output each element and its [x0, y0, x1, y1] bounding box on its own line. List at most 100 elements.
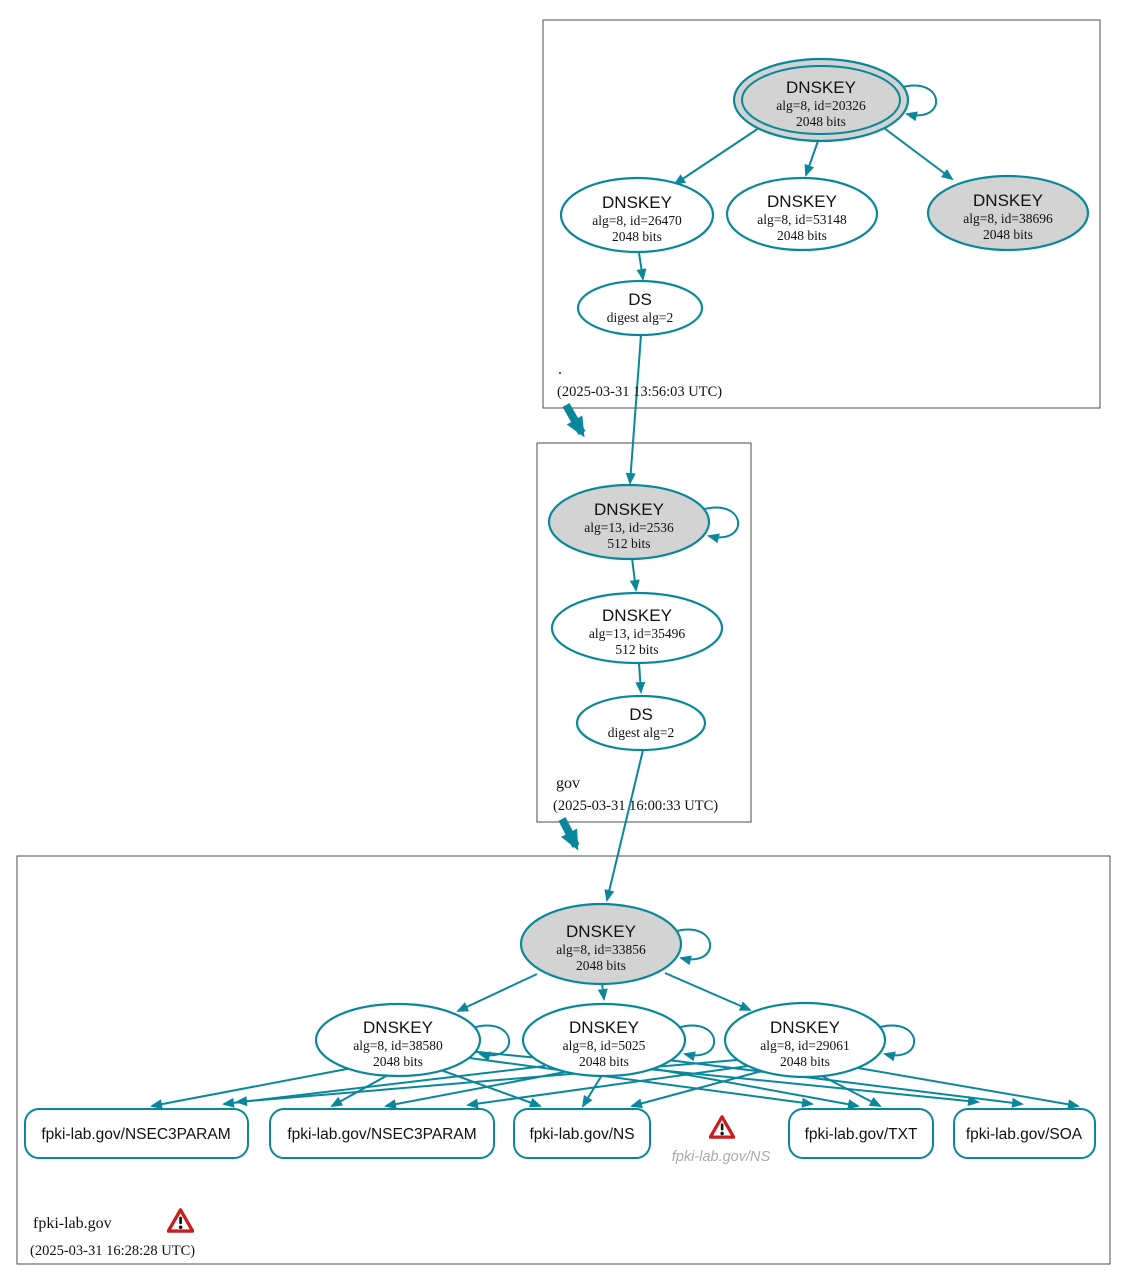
- node-detail: alg=8, id=29061: [760, 1038, 849, 1053]
- node-detail: alg=8, id=26470: [592, 213, 682, 228]
- node-ellipse: [547, 483, 711, 561]
- node-detail: alg=8, id=38580: [353, 1038, 443, 1053]
- rrset-ns-ghost[interactable]: fpki-lab.gov/NS: [672, 1115, 771, 1165]
- node-bits: 2048 bits: [780, 1054, 830, 1069]
- fpki-zsk5025-dnskey-node[interactable]: DNSKEY alg=8, id=5025 2048 bits: [521, 1002, 687, 1078]
- node-title: DNSKEY: [594, 500, 664, 519]
- edge-zone-gov-to-fpki: [558, 817, 580, 851]
- root-zsk38696-dnskey-node[interactable]: DNSKEY alg=8, id=38696 2048 bits: [926, 174, 1090, 252]
- rrset-ns[interactable]: fpki-lab.gov/NS: [513, 1108, 651, 1159]
- zone-box-fpki-lab-gov: [16, 855, 1111, 1265]
- node-ellipse: [576, 279, 704, 337]
- node-bits: 512 bits: [615, 642, 658, 657]
- node-ellipse: [575, 694, 707, 752]
- node-title: DS: [629, 705, 653, 724]
- edge-zsk5025-to-ns: [581, 1074, 603, 1108]
- node-ellipse: [926, 174, 1090, 252]
- node-ellipse: [550, 591, 724, 665]
- gov-ksk-dnskey-node[interactable]: DNSKEY alg=13, id=2536 512 bits: [547, 483, 711, 561]
- node-detail: alg=8, id=5025: [563, 1038, 646, 1053]
- edge-gov-ksk-selfsign: [700, 506, 739, 544]
- edge-root-zsk26470-to-ds: [636, 252, 647, 281]
- node-ellipse: [559, 176, 715, 254]
- root-zsk26470-dnskey-node[interactable]: DNSKEY alg=8, id=26470 2048 bits: [559, 176, 715, 254]
- rrset-rect: [513, 1108, 651, 1159]
- gov-zsk-dnskey-node[interactable]: DNSKEY alg=13, id=35496 512 bits: [550, 591, 724, 665]
- zone-timestamp-root: (2025-03-31 13:56:03 UTC): [557, 384, 722, 400]
- fpki-zsk29061-dnskey-node[interactable]: DNSKEY alg=8, id=29061 2048 bits: [723, 1001, 887, 1079]
- edge-fpki-ksk-to-zsk29061: [664, 972, 752, 1011]
- edge-root-ksk-to-zsk26470: [673, 127, 760, 186]
- rrset-rect: [953, 1108, 1096, 1159]
- node-bits: 2048 bits: [579, 1054, 629, 1069]
- node-detail: alg=13, id=35496: [589, 626, 685, 641]
- node-title: DNSKEY: [770, 1018, 840, 1037]
- zone-box-gov: [536, 442, 752, 823]
- edge-root-ksk-selfsign: [898, 84, 937, 122]
- node-ellipse: [521, 1002, 687, 1078]
- fpki-ksk-dnskey-node[interactable]: DNSKEY alg=8, id=33856 2048 bits: [519, 902, 683, 986]
- rrset-rect: [269, 1108, 495, 1159]
- rrset-label: fpki-lab.gov/SOA: [966, 1126, 1083, 1143]
- node-title: DNSKEY: [602, 193, 672, 212]
- node-bits: 2048 bits: [796, 114, 846, 129]
- rrset-nsec3param-1[interactable]: fpki-lab.gov/NSEC3PARAM: [24, 1108, 249, 1159]
- rrset-soa[interactable]: fpki-lab.gov/SOA: [953, 1108, 1096, 1159]
- edge-fpki-ksk-to-zsk38580: [456, 973, 538, 1012]
- rrset-rect: [788, 1108, 934, 1159]
- rrset-label: fpki-lab.gov/NS: [529, 1126, 634, 1143]
- ksk-ellipse-inner: [741, 65, 901, 135]
- rrset-txt[interactable]: fpki-lab.gov/TXT: [788, 1108, 934, 1159]
- rrset-label: fpki-lab.gov/NSEC3PARAM: [41, 1126, 230, 1143]
- node-title: DNSKEY: [363, 1018, 433, 1037]
- zone-timestamp-gov: (2025-03-31 16:00:33 UTC): [553, 798, 718, 814]
- node-title: DS: [628, 290, 652, 309]
- zone-box-root: [542, 19, 1101, 409]
- node-ellipse: [519, 902, 683, 986]
- edge-zsk29061-to-ns: [630, 1070, 763, 1109]
- rrset-label: fpki-lab.gov/NSEC3PARAM: [287, 1126, 476, 1143]
- gov-ds-node[interactable]: DS digest alg=2: [575, 694, 707, 752]
- node-detail: alg=8, id=33856: [556, 942, 646, 957]
- root-zsk53148-dnskey-node[interactable]: DNSKEY alg=8, id=53148 2048 bits: [725, 176, 879, 252]
- rrset-nsec3param-2[interactable]: fpki-lab.gov/NSEC3PARAM: [269, 1108, 495, 1159]
- ghost-rrset-label: fpki-lab.gov/NS: [672, 1149, 771, 1165]
- edge-zsk38580-to-nsec3param2: [330, 1074, 389, 1107]
- edge-root-ksk-to-zsk38696: [883, 127, 954, 181]
- edge-zsk38580-to-nsec3param1: [150, 1067, 353, 1110]
- edge-zsk29061-to-nsec3param2: [466, 1065, 749, 1109]
- rrset-label: fpki-lab.gov/TXT: [805, 1126, 918, 1143]
- node-title: DNSKEY: [566, 922, 636, 941]
- edge-gov-zsk-to-ds: [635, 662, 646, 694]
- node-title: DNSKEY: [767, 192, 837, 211]
- node-bits: 2048 bits: [576, 958, 626, 973]
- node-bits: 2048 bits: [373, 1054, 423, 1069]
- edge-root-ds-to-gov-ksk: [625, 334, 642, 485]
- zone-label-gov: gov: [556, 775, 580, 792]
- edge-gov-ds-to-fpki-ksk: [604, 749, 644, 902]
- zone-label-root: .: [558, 361, 562, 378]
- node-title: DNSKEY: [786, 78, 856, 97]
- node-title: DNSKEY: [569, 1018, 639, 1037]
- edge-zsk5025-to-soa: [667, 1059, 1024, 1108]
- node-detail: alg=8, id=38696: [963, 211, 1053, 226]
- node-title: DNSKEY: [973, 191, 1043, 210]
- edge-fpki-ksk-to-zsk5025: [597, 982, 608, 1001]
- edge-fpki-zsk29061-selfsign: [876, 1024, 915, 1062]
- zone-label-fpki-lab-gov: fpki-lab.gov: [33, 1215, 112, 1232]
- node-detail: alg=8, id=53148: [757, 212, 847, 227]
- fpki-zsk38580-dnskey-node[interactable]: DNSKEY alg=8, id=38580 2048 bits: [314, 1002, 482, 1078]
- node-detail: digest alg=2: [607, 310, 673, 325]
- edge-root-ksk-to-zsk53148: [804, 140, 819, 177]
- node-bits: 512 bits: [607, 536, 650, 551]
- node-detail: digest alg=2: [608, 725, 674, 740]
- edge-fpki-zsk5025-selfsign: [676, 1024, 715, 1062]
- edge-zone-root-to-gov: [562, 403, 586, 438]
- root-ksk-dnskey-node[interactable]: DNSKEY alg=8, id=20326 2048 bits: [732, 57, 910, 143]
- node-bits: 2048 bits: [777, 228, 827, 243]
- root-ds-node[interactable]: DS digest alg=2: [576, 279, 704, 337]
- edge-zsk38580-to-ns: [437, 1068, 542, 1108]
- node-ellipse: [723, 1001, 887, 1079]
